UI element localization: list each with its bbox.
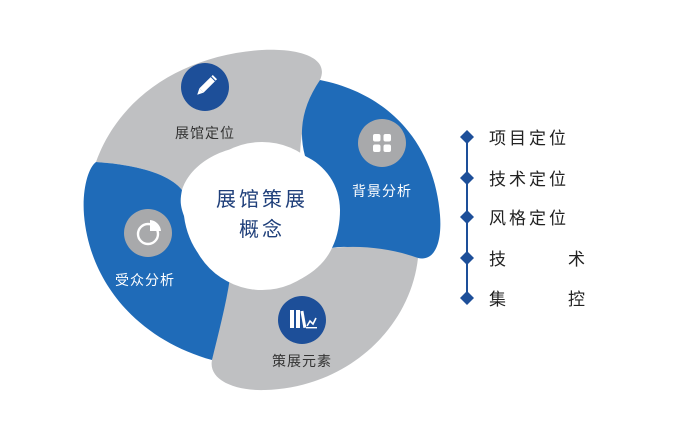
list-item-label: 技术定位 [489, 170, 569, 190]
segment-icon-right[interactable] [358, 119, 406, 167]
segment-icon-bottom[interactable] [278, 296, 326, 344]
books-chart-icon [290, 310, 317, 329]
grid-icon [373, 134, 391, 152]
list-item-label-right: 术 [568, 250, 588, 270]
list-item-label: 项目定位 [489, 129, 569, 149]
list-item-label-left: 集 [489, 290, 509, 310]
segment-label-right: 背景分析 [352, 184, 412, 200]
segment-top-gray[interactable] [96, 49, 322, 190]
list-item[interactable]: 项目定位 [460, 129, 569, 149]
list-item[interactable]: 技术定位 [460, 170, 569, 190]
segment-label-left: 受众分析 [115, 273, 175, 289]
segment-left-blue[interactable] [83, 162, 231, 360]
segment-icon-left[interactable] [124, 209, 172, 257]
center-title-line2: 概念 [239, 217, 285, 241]
list-item-label-left: 技 [489, 250, 509, 270]
segment-right-blue[interactable] [301, 80, 441, 259]
list-item-label: 风格定位 [489, 209, 569, 229]
center-circle [188, 142, 336, 290]
segment-label-top: 展馆定位 [175, 126, 235, 142]
segment-icon-top[interactable] [181, 63, 229, 111]
list-item[interactable]: 风格定位 [460, 209, 569, 229]
diamond-bullet [460, 251, 474, 265]
pie-chart-icon [136, 220, 161, 246]
center-title-line1: 展馆策展 [216, 187, 308, 211]
segment-label-bottom: 策展元素 [272, 353, 332, 370]
diamond-bullet [460, 171, 474, 185]
list-item-label-right: 控 [568, 290, 588, 310]
diamond-bullet [460, 210, 474, 224]
diamond-bullet [460, 130, 474, 144]
list-item[interactable]: 集 控 [460, 290, 588, 310]
list-item[interactable]: 技 术 [460, 250, 588, 270]
bullet-list: 项目定位 技术定位 风格定位 技 术 集 控 [460, 129, 588, 310]
diamond-bullet [460, 291, 474, 305]
